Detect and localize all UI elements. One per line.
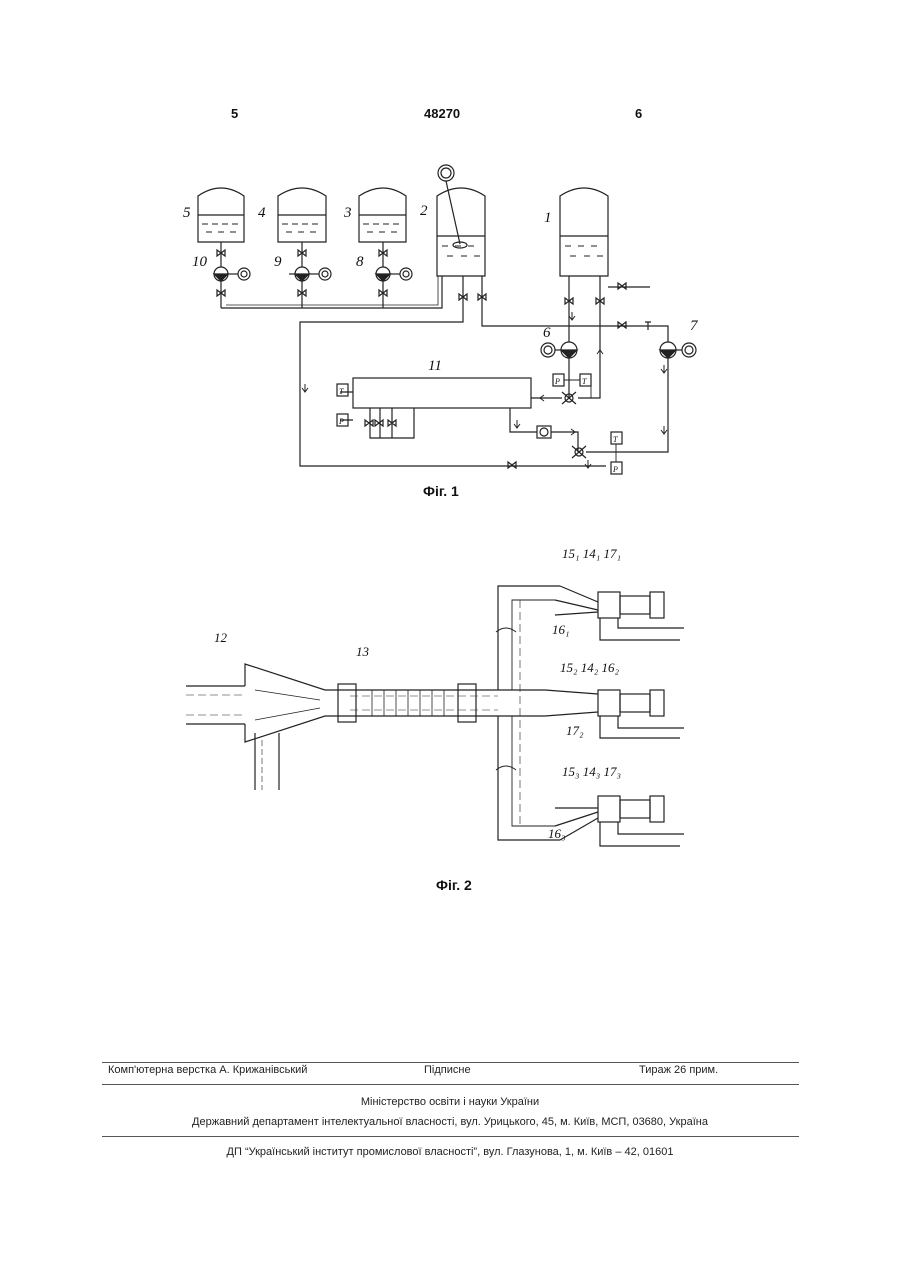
dosing-pump-9 <box>289 242 331 308</box>
tank-5 <box>198 188 244 242</box>
signed-note: Підписне <box>424 1064 471 1076</box>
label-bottom-16: 16₃ <box>548 826 566 841</box>
layout-credit: Комп'ютерна верстка А. Крижанівський <box>108 1064 307 1076</box>
tank-3 <box>359 188 406 242</box>
tube-13 <box>338 684 498 722</box>
label-mid-17: 17₂ <box>566 723 584 738</box>
label-bottom-parts: 15₃ 14₃ 17₃ <box>562 764 621 779</box>
temp-gauge-label: T <box>613 435 618 444</box>
footer-rule-bottom <box>102 1136 799 1137</box>
label-unit-11: 11 <box>428 358 442 374</box>
circulation: Тираж 26 прим. <box>639 1064 718 1076</box>
label-pump-7: 7 <box>690 318 699 334</box>
cone-12 <box>245 664 345 790</box>
label-tank-2: 2 <box>420 203 428 219</box>
figure-1-diagram: 5 4 3 2 1 10 9 8 6 7 11 T P P T T P <box>0 0 900 520</box>
figure-2-caption: Фіг. 2 <box>436 877 472 893</box>
tank-2 <box>437 165 485 276</box>
nozzle-bottom <box>555 796 684 846</box>
manifold <box>496 586 560 840</box>
institute-address: ДП “Український інститут промислової вла… <box>0 1146 900 1158</box>
footer-rule-top <box>102 1062 799 1063</box>
label-tank-5: 5 <box>183 205 191 221</box>
label-pump-6: 6 <box>543 325 551 341</box>
label-tank-1: 1 <box>544 210 552 226</box>
ministry: Міністерство освіти і науки України <box>0 1096 900 1108</box>
label-cone-12: 12 <box>214 630 228 645</box>
pump-7 <box>586 342 696 452</box>
dosing-pump-8 <box>376 242 412 308</box>
footer-rule-mid <box>102 1084 799 1085</box>
label-pump-10: 10 <box>192 254 208 270</box>
pressure-gauge-label: P <box>612 465 618 474</box>
pressure-gauge-label: P <box>554 377 560 386</box>
tank-1 <box>560 188 608 276</box>
label-tank-4: 4 <box>258 205 266 221</box>
label-mid-parts: 15₂ 14₂ 16₂ <box>560 660 620 675</box>
unit-11 <box>340 378 586 458</box>
label-pump-9: 9 <box>274 254 282 270</box>
figure-1-caption: Фіг. 1 <box>423 483 459 499</box>
dosing-pump-10 <box>214 242 250 308</box>
department-address: Державний департамент інтелектуальної вл… <box>0 1116 900 1128</box>
tank-4 <box>278 188 326 242</box>
label-tank-3: 3 <box>343 205 352 221</box>
figure-2-diagram: 12 13 15₁ 14₁ 17₁ 16₁ 15₂ 14₂ 16₂ 17₂ 15… <box>0 520 900 880</box>
label-tube-13: 13 <box>356 644 370 659</box>
label-top-parts: 15₁ 14₁ 17₁ <box>562 546 621 561</box>
nozzle-top <box>555 586 684 640</box>
pressure-gauge-label: P <box>338 417 344 426</box>
label-top-16: 16₁ <box>552 622 570 637</box>
temp-gauge-label: T <box>339 387 344 396</box>
temp-gauge-label: T <box>582 377 587 386</box>
label-pump-8: 8 <box>356 254 364 270</box>
